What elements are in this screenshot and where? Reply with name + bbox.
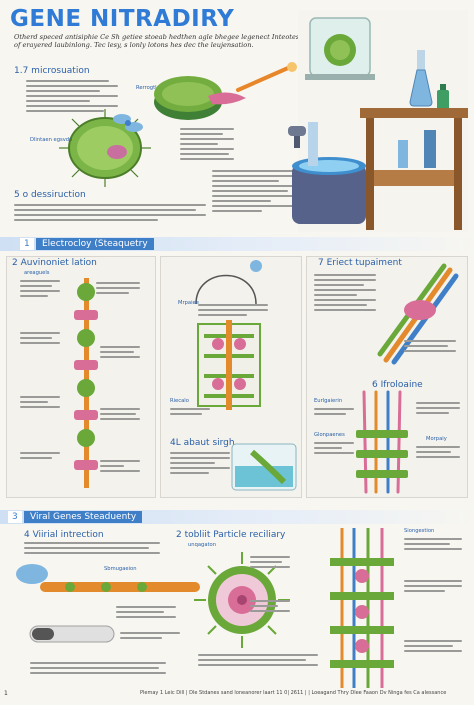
workbench-illustration	[360, 108, 468, 230]
section2-left-note-8	[100, 460, 140, 475]
section3-center-sub: unqagaton	[188, 542, 217, 548]
bottle-icon	[437, 84, 449, 112]
test-tube-icon	[29, 625, 115, 643]
section2-left-note-5	[20, 396, 60, 411]
footer-text: Plemay 1 Leic Dill | Dle Stdanes sand lo…	[140, 690, 447, 696]
section3-left-text-b	[116, 606, 176, 621]
section2-left-note-6	[100, 408, 140, 423]
section1-heading-b: 5 o dessiruction	[14, 190, 86, 200]
section1-caption-b: Dlintaen egsvdn	[30, 137, 73, 143]
section2-right-text-b	[404, 340, 456, 355]
section3-center-text-b	[250, 600, 290, 615]
section1-heading-a-text: 1.7 microsuation	[14, 66, 90, 76]
bell-jar-illustration	[305, 17, 375, 80]
pipette-wire-illustration	[195, 260, 262, 305]
section1-text-right	[212, 170, 296, 215]
dna-strand-vertical	[74, 278, 98, 488]
section2-left-sub: areaguels	[24, 270, 50, 276]
section3-right-text-b	[404, 580, 462, 595]
section2-left-note-1	[20, 280, 60, 300]
flask-icon	[409, 50, 433, 107]
page-number: 1	[4, 690, 8, 697]
section1-text-center	[180, 128, 234, 163]
section2-left-note-7	[20, 452, 60, 462]
fiber-bundle-illustration	[377, 263, 459, 365]
poster-intro: Otherd speced antisiphie Ce Sh getiee st…	[14, 33, 300, 49]
section2-right-text-a	[314, 274, 376, 314]
virus-cell-illustration	[59, 109, 151, 187]
section-band-1-number: 1	[20, 238, 34, 250]
centrifuge-vat-illustration	[292, 122, 366, 224]
section3-left-text-d	[30, 662, 166, 677]
section3-left-text-a	[24, 542, 160, 557]
section3-center-text-a	[250, 556, 290, 571]
section2-center-text-a	[198, 304, 268, 319]
section3-right-text-c	[404, 640, 462, 655]
gene-tower-illustration	[330, 528, 394, 688]
section2-right-label-b: Glonpaenes	[314, 432, 345, 438]
section-band-2-number: 3	[8, 511, 22, 523]
section2-right-heading: 7 Eriect tupaiment	[318, 258, 402, 268]
section3-left-text-c	[120, 632, 180, 642]
section2-left-note-4	[100, 346, 140, 361]
section3-left-heading: 4 Viirial intrection	[24, 530, 104, 540]
section2-right-label-a: Eurlgaierin	[314, 398, 343, 404]
section2-left-note-3	[20, 332, 60, 347]
spray-nozzle-icon	[288, 126, 306, 148]
gene-column-illustration	[356, 390, 408, 494]
water-tank-illustration	[231, 443, 297, 491]
section1-text-b	[14, 204, 206, 224]
section3-right-text-a	[404, 538, 462, 553]
section1-caption-a: Rerrogtle Ihe	[136, 85, 170, 91]
section3-center-heading: 2 tobliit Particle reciliary	[176, 530, 286, 540]
section3-right-label: Siongestion	[404, 528, 435, 534]
section2-right-heading-b: 6 Ifroloaine	[372, 380, 423, 390]
section-band-1-label: Electrocloy (Steaquetry	[36, 238, 154, 250]
section3-center-text-c	[198, 654, 318, 669]
poster-title: GENE NITRADIRY	[10, 6, 235, 32]
gene-chip-illustration	[197, 320, 261, 410]
section2-right-text-e	[416, 402, 460, 417]
section-band-2-label: Viral Genes Steaduenty	[24, 511, 143, 523]
section1-text-a	[26, 80, 118, 115]
section1-heading-b-text: 5 o dessiruction	[14, 190, 86, 200]
laser-beam-illustration	[236, 62, 297, 92]
section2-left-heading: 2 Auvinoniet lation	[12, 258, 97, 268]
section2-center-label-b: Riecalo	[170, 398, 189, 404]
section2-right-text-c	[314, 408, 354, 418]
tissue-disk-illustration	[154, 76, 246, 120]
section2-center-heading: 4L abaut sirgh	[170, 438, 235, 448]
section2-right-label-c: Morpaiy	[426, 436, 447, 442]
section2-right-text-d	[314, 442, 354, 457]
syringe-assembly-illustration	[16, 564, 200, 592]
section2-center-text-c	[170, 452, 230, 477]
section2-center-text-b	[170, 408, 210, 418]
particle-cell-illustration	[194, 552, 290, 648]
section3-left-label: Sbmugaeion	[104, 566, 137, 572]
section2-left-note-2	[96, 282, 140, 297]
section1-heading-a: 1.7 microsuation	[14, 66, 90, 76]
fan-icon	[113, 114, 143, 132]
section2-center-label-a: Mrpaiee	[178, 300, 199, 306]
section2-right-text-f	[416, 446, 460, 461]
